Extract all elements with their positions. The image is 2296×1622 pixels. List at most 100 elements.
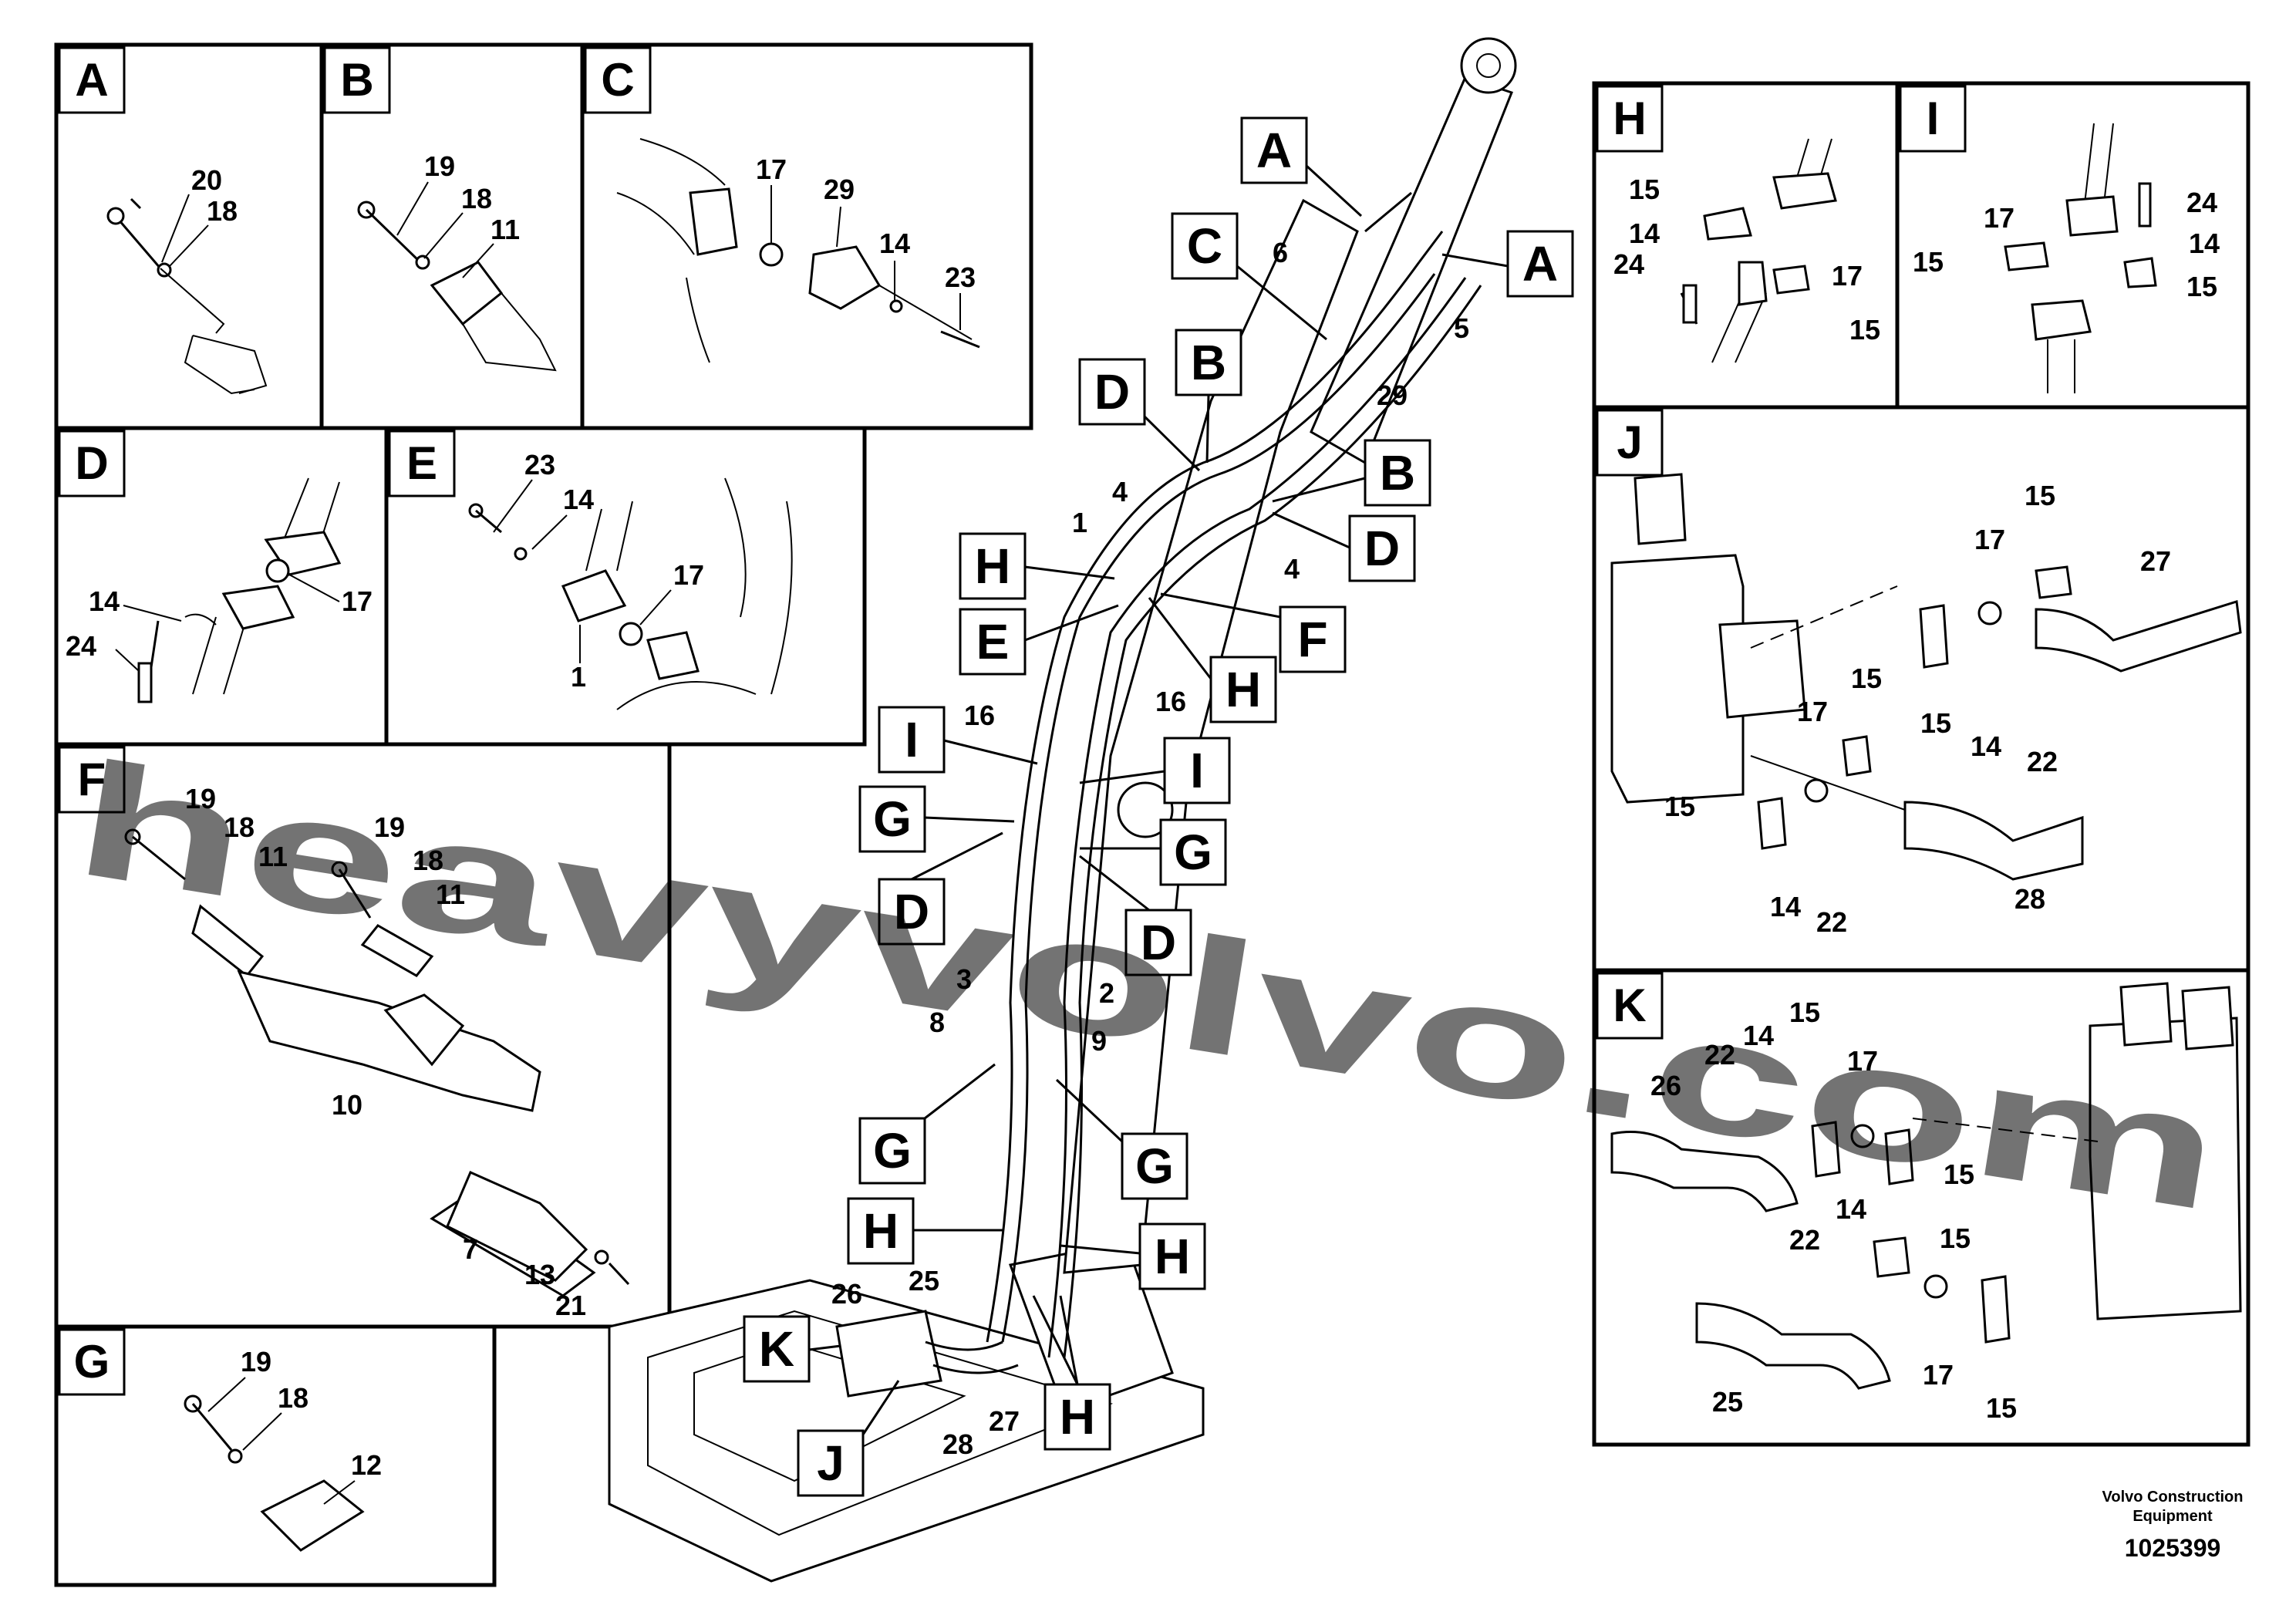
panel-k-callout-4: 17 [1847,1045,1878,1077]
main-tag-2: C [1187,218,1222,274]
main-callout-12: 9 [1091,1025,1107,1057]
panel-k-callout-8: 22 [1789,1224,1820,1256]
panel-b: B 19 18 11 [319,42,585,430]
main-callout-16: 27 [989,1405,1020,1437]
panel-h-callout-5: 15 [1849,314,1880,346]
panel-d-callout-3: 17 [342,585,373,617]
panel-f-callout-7: 10 [332,1089,362,1121]
main-tag-18: G [873,1123,912,1179]
panel-c-letter: C [601,54,634,106]
panel-k-callout-7: 14 [1836,1193,1866,1225]
main-callout-1: 6 [1273,237,1288,268]
main-tag-24: H [1060,1389,1095,1445]
panel-f-callout-6: 11 [436,878,465,910]
panel-i: I 24 17 14 15 15 [1895,81,2250,410]
panel-k-callout-6: 15 [1944,1158,1974,1190]
main-tag-16: D [894,884,929,939]
panel-b-letter: B [340,54,373,106]
panel-e-letter: E [406,437,437,489]
panel-f: F 19 18 11 19 18 11 10 7 13 21 [54,742,672,1329]
panel-i-letter: I [1927,93,1940,144]
main-callout-10: 8 [929,1007,945,1038]
panel-b-callout-3: 11 [491,214,520,245]
main-tag-13: I [1190,743,1204,798]
panel-k-callout-10: 17 [1923,1359,1954,1391]
main-tag-15: G [1174,824,1212,880]
panel-h-callout-3: 24 [1613,248,1644,280]
panel-f-callout-2: 18 [224,811,255,843]
panel-i-callout-4: 15 [1913,246,1944,278]
panel-j-letter: J [1617,416,1642,468]
main-tag-4: B [1191,335,1226,390]
main-tags: A C A B D B D H E F H I I [743,116,1574,1497]
main-tag-10: F [1297,612,1327,667]
main-callout-14: 26 [831,1278,862,1310]
panel-j-callout-2: 17 [1974,524,2005,555]
panel-g-callout-3: 12 [351,1449,382,1481]
panel-k-callout-1: 22 [1704,1039,1735,1071]
panel-i-callout-3: 14 [2189,228,2220,259]
panel-f-letter: F [78,754,106,805]
panel-j-callout-12: 28 [2014,883,2045,915]
document-number: 1025399 [2125,1534,2221,1562]
publisher-credit-line-1: Volvo Construction [2102,1489,2244,1506]
main-tag-8: H [975,538,1010,594]
panel-d: D 14 24 17 [54,426,389,747]
main-tag-9: E [976,614,1010,669]
panel-i-callout-5: 15 [2186,271,2217,302]
main-tag-17: D [1141,915,1176,970]
panel-e-callout-2: 14 [563,484,594,515]
panel-d-callout-2: 24 [66,630,96,662]
main-tag-23: J [817,1435,845,1491]
panel-b-callout-2: 18 [461,183,492,214]
panel-h-callout-2: 14 [1629,218,1660,249]
panel-g-callout-2: 18 [278,1382,308,1414]
panel-j-callout-4: 15 [1920,707,1951,739]
panel-i-callout-1: 24 [2186,187,2217,218]
panel-f-callout-3: 11 [258,841,288,872]
main-callout-15: 28 [942,1428,973,1460]
panel-k: K 22 14 15 17 26 15 14 22 15 17 15 25 [1592,968,2250,1447]
panel-f-callout-4: 19 [374,811,405,843]
main-callout-2: 5 [1454,312,1469,344]
panel-a: A 20 18 [54,42,324,430]
main-callout-8: 16 [1155,686,1186,717]
panel-f-callout-9: 13 [524,1259,555,1290]
panel-k-letter: K [1613,980,1646,1031]
panel-e-callout-4: 1 [571,661,586,693]
main-callout-11: 2 [1099,977,1114,1009]
panel-k-callout-2: 14 [1743,1020,1774,1051]
main-tag-3: A [1522,236,1558,292]
main-callout-7: 16 [964,700,995,731]
main-tag-14: G [873,791,912,847]
main-tag-12: I [905,712,919,767]
panel-j-callout-6: 22 [2027,746,2058,777]
panel-e: E 23 14 17 1 [384,426,867,747]
panel-d-callout-1: 14 [89,585,120,617]
panel-f-callout-5: 18 [413,845,443,876]
panel-a-letter: A [75,54,108,106]
panel-j-callout-9: 15 [1664,791,1695,822]
main-tag-11: H [1226,662,1261,717]
panel-a-callout-1: 20 [191,164,222,196]
main-callouts: 6 5 29 4 1 4 16 16 3 8 2 9 25 26 28 27 [831,237,1469,1460]
main-callout-13: 25 [909,1265,939,1297]
panel-k-callout-3: 15 [1789,996,1820,1028]
main-tag-22: K [759,1321,794,1377]
main-tag-19: G [1135,1138,1174,1194]
panel-h-letter: H [1613,93,1646,144]
main-callout-6: 4 [1284,553,1300,585]
main-tag-6: B [1380,445,1415,501]
panel-j: J 15 17 27 15 14 22 17 15 15 14 22 28 [1592,405,2250,973]
panel-j-callout-1: 15 [2025,480,2055,511]
panel-c: C 17 29 14 23 [580,42,1033,430]
panel-e-callout-1: 23 [524,449,555,481]
panel-k-callout-5: 26 [1650,1070,1681,1101]
panel-a-callout-2: 18 [207,195,238,227]
main-callout-3: 29 [1377,379,1408,411]
panel-e-callout-3: 17 [673,559,704,591]
main-tag-20: H [863,1203,899,1259]
panel-j-callout-3: 27 [2140,545,2171,577]
footer: Volvo Construction Equipment 1025399 [2102,1489,2244,1562]
